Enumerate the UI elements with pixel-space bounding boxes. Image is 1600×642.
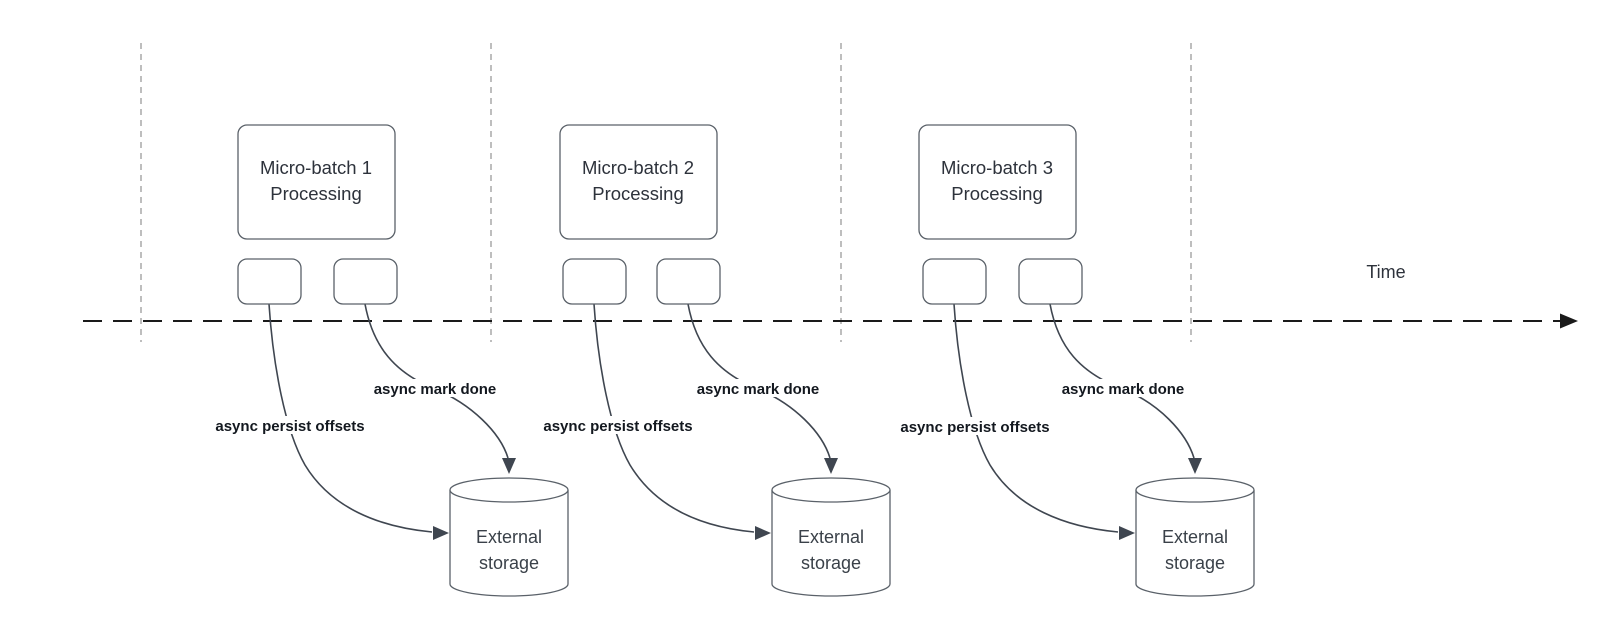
mark-done-label-bg (1051, 379, 1195, 397)
persist-offsets-label-bg (886, 417, 1064, 435)
processing-box (237, 124, 396, 240)
microbatch-group-1: async persist offsets async mark done Mi… (201, 124, 569, 597)
persist-offsets-label-bg (201, 416, 379, 434)
time-axis-arrowhead-icon (1560, 313, 1578, 329)
done-task-box (333, 258, 398, 305)
mark-done-label: async mark done (697, 381, 820, 398)
persist-task-box (922, 258, 987, 305)
processing-box (918, 124, 1077, 240)
persist-offsets-edge (953, 303, 1119, 533)
processing-box-title: Micro-batch 1 (260, 157, 372, 178)
persist-offsets-arrowhead-icon (1119, 526, 1135, 540)
persist-offsets-label: async persist offsets (900, 419, 1049, 436)
storage-cylinder-body (771, 490, 891, 597)
storage-label-line1: External (476, 527, 542, 547)
storage-cylinder-body (1135, 490, 1255, 597)
processing-box-subtitle: Processing (951, 183, 1043, 204)
persist-task-box (237, 258, 302, 305)
mark-done-arrowhead-icon (502, 458, 516, 474)
persist-offsets-label: async persist offsets (543, 418, 692, 435)
storage-label-line2: storage (801, 553, 861, 573)
storage-cylinder-top (449, 477, 569, 503)
mark-done-arrowhead-icon (824, 458, 838, 474)
storage-cylinder-top (771, 477, 891, 503)
persist-offsets-arrowhead-icon (755, 526, 771, 540)
storage-cylinder-top (1135, 477, 1255, 503)
done-task-box (1018, 258, 1083, 305)
done-task-box (656, 258, 721, 305)
storage-label-line1: External (798, 527, 864, 547)
processing-box-title: Micro-batch 2 (582, 157, 694, 178)
storage-label-line2: storage (1165, 553, 1225, 573)
persist-offsets-label-bg (529, 416, 707, 434)
time-axis-label: Time (1366, 262, 1405, 282)
mark-done-label: async mark done (1062, 381, 1185, 398)
microbatch-group-3: async persist offsets async mark done Mi… (886, 124, 1255, 597)
mark-done-label-bg (686, 379, 830, 397)
processing-box (559, 124, 718, 240)
storage-label-line2: storage (479, 553, 539, 573)
mark-done-label-bg (363, 379, 507, 397)
processing-box-title: Micro-batch 3 (941, 157, 1053, 178)
processing-box-subtitle: Processing (270, 183, 362, 204)
persist-offsets-label: async persist offsets (215, 418, 364, 435)
storage-label-line1: External (1162, 527, 1228, 547)
mark-done-arrowhead-icon (1188, 458, 1202, 474)
persist-offsets-edge (593, 303, 755, 533)
mark-done-label: async mark done (374, 381, 497, 398)
persist-offsets-arrowhead-icon (433, 526, 449, 540)
microbatch-group-2: async persist offsets async mark done Mi… (529, 124, 891, 597)
persist-offsets-edge (268, 303, 433, 533)
persist-task-box (562, 258, 627, 305)
processing-box-subtitle: Processing (592, 183, 684, 204)
storage-cylinder-body (449, 490, 569, 597)
